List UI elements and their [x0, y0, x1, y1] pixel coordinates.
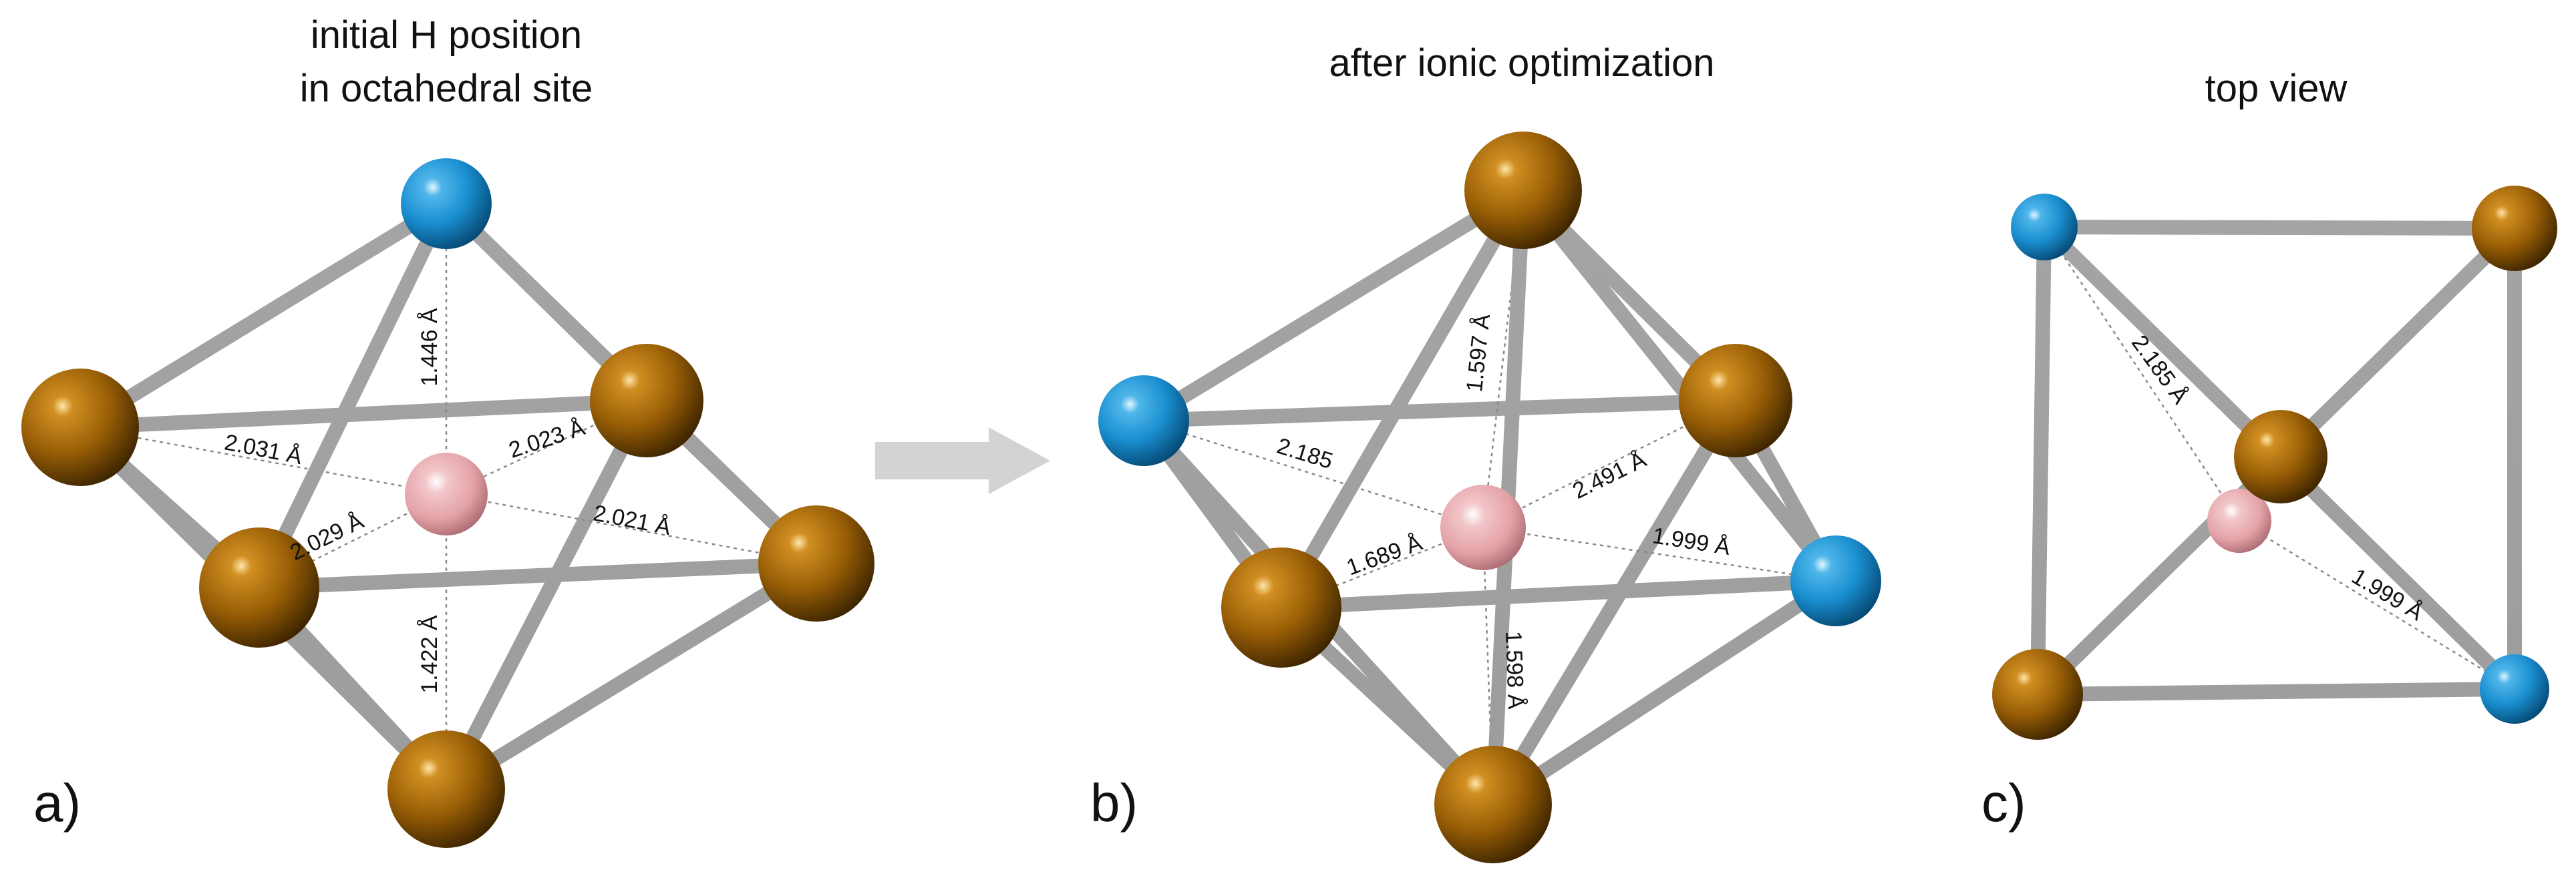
panel-a-distance-right: 2.021 Å [591, 500, 673, 540]
panel-a-metal-atom-bottom [387, 730, 505, 848]
panel-b-letter: b) [1090, 773, 1138, 833]
panel-a-distance-back-right: 2.023 Å [506, 415, 589, 463]
panel-c-blue-atom-top-left [2011, 194, 2078, 260]
panel-c-metal-atom-top-right [2472, 186, 2557, 271]
panel-c-blue-atom-bottom-right [2480, 654, 2549, 724]
panel-b-blue-atom-right [1790, 535, 1881, 626]
panel-a-metal-atom-front-left [199, 527, 319, 648]
panel-a-distance-left: 2.031 Å [222, 429, 305, 469]
panel-b-distance-front-left: 1.689 Å [1343, 530, 1426, 581]
panel-b-blue-atom-left [1098, 375, 1189, 466]
panel-b-metal-atom-back-right [1679, 344, 1792, 457]
panel-b-distance-bottom: 1.598 Å [1500, 630, 1528, 710]
panel-a-title-line-2: in octahedral site [300, 67, 593, 110]
panel-c-hydrogen-atom [2207, 489, 2271, 553]
panel-b-distance-top: 1.597 Å [1462, 312, 1495, 393]
panel-a-blue-atom-top [401, 158, 492, 249]
panel-a-metal-atom-right [758, 505, 874, 622]
panel-b-hydrogen-atom [1440, 485, 1526, 570]
panel-b-metal-atom-bottom [1434, 746, 1552, 863]
panel-a-letter: a) [33, 773, 81, 833]
panel-b-metal-atom-front-left [1221, 547, 1341, 668]
panel-c-metal-atom-bottom-left [1992, 649, 2083, 740]
panel-a-metal-atom-back-right [590, 344, 703, 457]
panel-a-distance-bottom: 1.422 Å [417, 615, 442, 694]
panel-b-distance-back-right: 2.491 Å [1569, 447, 1650, 504]
panel-b-title: after ionic optimization [1329, 41, 1714, 85]
panel-a-title-line-1: initial H position [311, 13, 582, 57]
panel-b-distance-right: 1.999 Å [1651, 523, 1732, 560]
panel-c-letter: c) [1981, 773, 2026, 833]
panel-b-distance-left: 2.185 [1274, 433, 1335, 474]
panel-a-metal-atom-left [21, 369, 139, 486]
process-arrow [875, 427, 1050, 494]
panel-b-metal-atom-top [1464, 132, 1582, 249]
panel-a-distance-top: 1.446 Å [417, 308, 442, 387]
panel-c-metal-atom-center [2234, 410, 2327, 503]
panel-a-hydrogen-atom [405, 453, 488, 535]
panel-c-title: top view [2205, 67, 2348, 110]
